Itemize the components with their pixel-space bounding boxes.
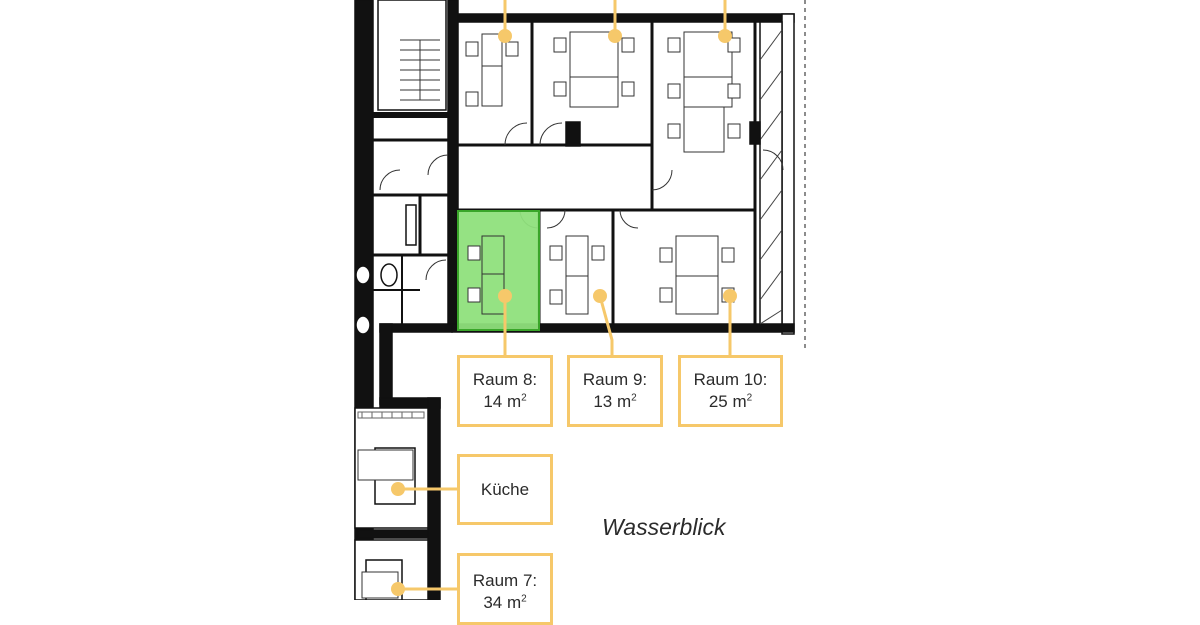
label-connectors [398, 0, 732, 591]
room-name: Raum 7: [472, 571, 538, 590]
room-area: 14 m2 [483, 392, 527, 411]
raum-8-highlight[interactable] [457, 210, 540, 331]
label-dots [391, 29, 737, 596]
room-name: Raum 9: [582, 370, 648, 389]
water-view-label: Wasserblick [602, 514, 726, 540]
east-wall [781, 13, 795, 335]
room-area: 25 m2 [708, 392, 753, 411]
room-label-raum-8[interactable]: Raum 8: 14 m2 [457, 355, 553, 427]
room-label-kueche[interactable]: Küche [457, 454, 553, 525]
room-label-raum-9[interactable]: Raum 9: 13 m2 [567, 355, 663, 427]
room-name: Küche [480, 479, 530, 499]
room-name: Raum 10: [693, 370, 768, 389]
north-wall [457, 13, 795, 23]
room-label-raum-7[interactable]: Raum 7: 34 m2 [457, 553, 553, 625]
chairs [465, 37, 741, 305]
room-name: Raum 8: [472, 370, 538, 389]
room-area: 34 m2 [483, 593, 527, 612]
room-label-raum-10[interactable]: Raum 10: 25 m2 [678, 355, 783, 427]
corridor-west-wall [447, 0, 459, 331]
floor-plan [354, 0, 806, 600]
room-area: 13 m2 [593, 392, 637, 411]
